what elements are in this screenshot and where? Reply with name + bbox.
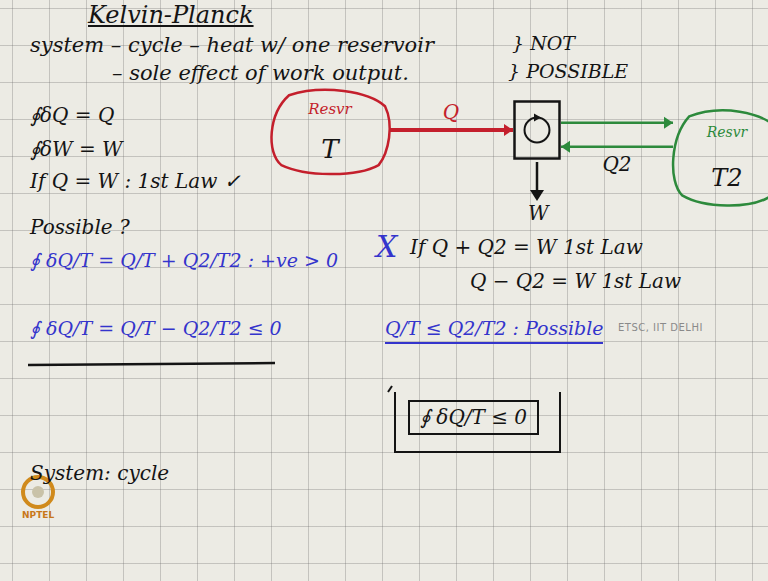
- note-text: ∮ δQ/T = Q/T + Q2/T2 : +ve > 0: [30, 250, 338, 272]
- reservoir-outline: [673, 110, 768, 205]
- reservoir-blob: ResvrT2: [668, 106, 768, 210]
- note-text: W: [528, 202, 549, 225]
- cycle-arrowhead: [534, 114, 541, 122]
- node-content: ResvrT: [266, 86, 394, 178]
- cycle-circle: [525, 118, 550, 143]
- title-heading: Kelvin-Planck: [88, 2, 254, 30]
- arrowhead: [664, 117, 673, 129]
- node-content: ResvrT2: [668, 106, 768, 210]
- node-heading: Resvr: [308, 101, 352, 118]
- note-text: system – cycle – heat w/ one reservoir: [30, 33, 434, 57]
- note-text: ∮δW = W: [30, 138, 123, 161]
- reservoir-blob: ResvrT: [266, 86, 394, 178]
- tick-mark: [388, 386, 392, 392]
- note-text: Q − Q2 = W 1st Law: [470, 270, 681, 293]
- note-text: If Q + Q2 = W 1st Law: [410, 236, 643, 259]
- note-text: ∮ δQ/T = Q/T − Q2/T2 ≤ 0: [30, 318, 282, 340]
- flow-arrow: [561, 146, 673, 147]
- flow-line: [561, 122, 673, 125]
- arrowhead: [561, 141, 570, 153]
- logo-center: [32, 486, 44, 498]
- separator-line: [28, 363, 275, 365]
- note-text: System: cycle: [30, 462, 169, 485]
- node-content: [513, 100, 561, 160]
- note-text: Possible ?: [30, 216, 130, 239]
- node-heading: Resvr: [707, 125, 748, 140]
- bracket: [395, 392, 560, 452]
- flow-arrow: [389, 130, 513, 131]
- watermark: NPTEL: [22, 510, 54, 520]
- node-outline: [668, 106, 768, 210]
- note-text: } NOT: [512, 33, 575, 55]
- flow-line: [389, 128, 513, 132]
- note-text: } POSSIBLE: [508, 61, 628, 83]
- watermark: ETSC, IIT DELHI: [618, 322, 703, 334]
- note-text: If Q = W : 1st Law ✓: [30, 170, 241, 193]
- note-text: Q/T ≤ Q2/T2 : Possible: [385, 318, 603, 344]
- flow-line: [561, 146, 673, 149]
- note-text: ∮δQ = Q: [30, 104, 114, 127]
- work-arrowhead: [530, 190, 544, 201]
- engine-outline: [515, 102, 560, 159]
- note-text: X: [376, 230, 397, 265]
- flow-label: Q: [443, 101, 459, 124]
- flow-arrow: [561, 122, 673, 123]
- node-outline: [513, 100, 561, 160]
- note-text: – sole effect of work output.: [112, 61, 409, 85]
- boxed-result: ∮ δQ/T ≤ 0: [408, 400, 539, 435]
- flow-label: Q2: [602, 153, 631, 176]
- arrowhead: [504, 124, 513, 136]
- engine-box: [513, 100, 561, 160]
- reservoir-outline: [271, 90, 389, 174]
- node-symbol: T: [321, 135, 338, 164]
- node-symbol: T2: [711, 165, 742, 191]
